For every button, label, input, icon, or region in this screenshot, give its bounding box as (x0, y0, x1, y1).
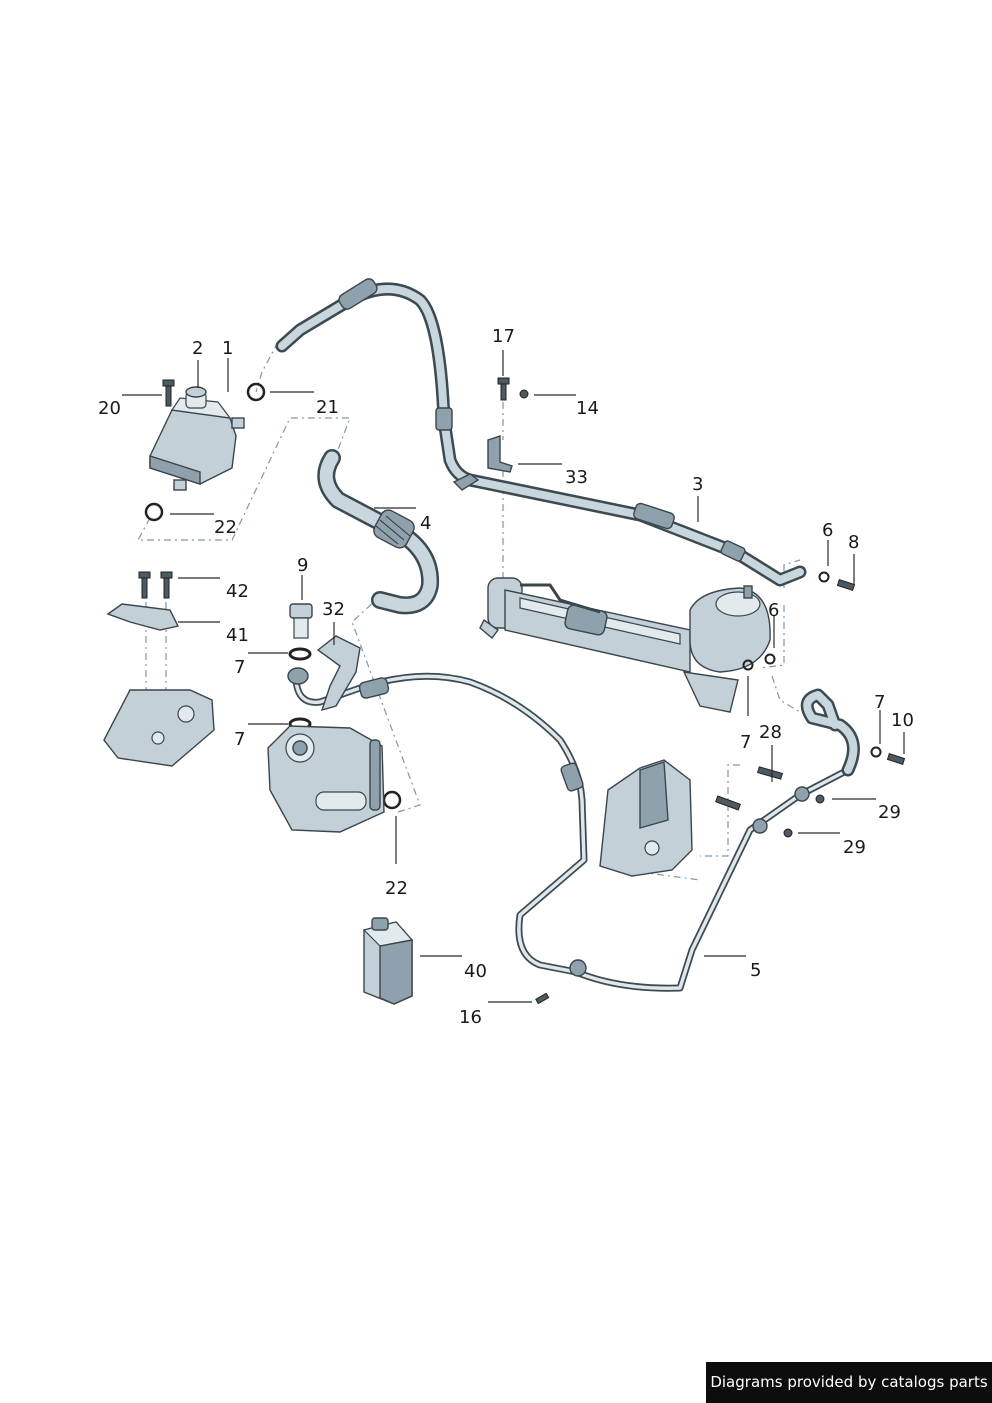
banjo-bolt-9 (289, 603, 313, 639)
callout-29-upper: 29 (878, 802, 901, 823)
callout-6-lower: 6 (768, 600, 779, 621)
steering-gear (479, 577, 771, 713)
pressure-line-5 (292, 672, 852, 992)
hydraulic-fluid-can-40 (362, 917, 414, 1005)
hose-clamps (144, 382, 402, 810)
bracket-33 (452, 435, 513, 491)
callout-6-upper: 6 (822, 520, 833, 541)
heat-shield-32 (316, 635, 361, 712)
callout-16: 16 (459, 1007, 482, 1028)
callout-40: 40 (464, 961, 487, 982)
callout-7-lower: 7 (234, 729, 245, 750)
callout-9: 9 (297, 555, 308, 576)
callout-41: 41 (226, 625, 249, 646)
callout-labels: 2 1 20 21 22 17 14 33 3 4 6 8 6 7 42 41 … (98, 326, 914, 1028)
callout-22-pump: 22 (385, 878, 408, 899)
callout-20: 20 (98, 398, 121, 419)
callout-17: 17 (492, 326, 515, 347)
cooling-loop (800, 688, 860, 777)
fluid-reservoir-1 (149, 386, 245, 491)
callout-29-lower: 29 (843, 837, 866, 858)
power-steering-pump (267, 725, 385, 833)
fasteners-top (138, 377, 529, 599)
callout-8: 8 (848, 532, 859, 553)
callout-7-cooler: 7 (874, 692, 885, 713)
return-hose-upper (275, 278, 807, 587)
callout-10: 10 (891, 710, 914, 731)
callout-14: 14 (576, 398, 599, 419)
callout-33: 33 (565, 467, 588, 488)
mount-bracket-41 (106, 603, 180, 631)
callout-1: 1 (222, 338, 233, 359)
callout-21: 21 (316, 397, 339, 418)
watermark-banner: Diagrams provided by catalogs parts (706, 1362, 992, 1403)
leader-lines (122, 350, 905, 1003)
banjo-fitting (287, 667, 309, 685)
callout-3: 3 (692, 474, 703, 495)
callout-32: 32 (322, 599, 345, 620)
engine-mount (103, 689, 215, 767)
callout-7-upper: 7 (234, 657, 245, 678)
callout-28: 28 (759, 722, 782, 743)
callout-4: 4 (420, 513, 431, 534)
callout-2: 2 (192, 338, 203, 359)
callout-5: 5 (750, 960, 761, 981)
callout-7-rack: 7 (740, 732, 751, 753)
suction-hose-4 (317, 449, 440, 615)
seals-and-bolts-right (535, 571, 906, 1005)
callout-22-reservoir: 22 (214, 517, 237, 538)
rack-mounting-bracket (599, 759, 693, 877)
callout-42: 42 (226, 581, 249, 602)
